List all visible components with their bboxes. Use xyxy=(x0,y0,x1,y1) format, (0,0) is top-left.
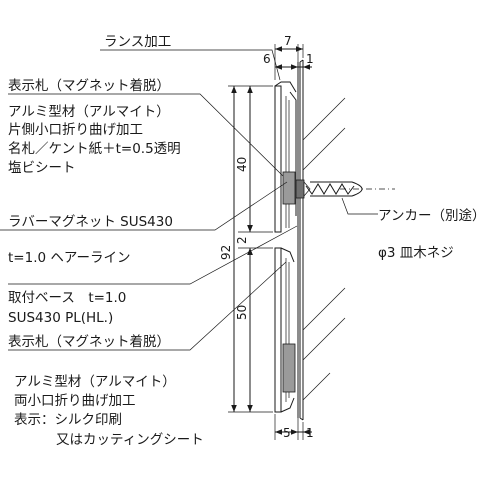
dim-upper-height: 40 xyxy=(235,157,249,172)
label-lance: ランス加工 xyxy=(104,34,171,50)
label-lower-plate-line3: 表示：シルク印刷 xyxy=(14,412,122,428)
label-lower-plate-title: 表示札（マグネット着脱） xyxy=(8,333,170,350)
dim-gap: 2 xyxy=(235,236,249,244)
anchor-screw xyxy=(295,179,395,199)
label-upper-plate-line4: 塩ビシート xyxy=(8,160,76,176)
dim-top-left: 6 xyxy=(263,52,271,66)
bottom-dimensions xyxy=(274,414,312,440)
vertical-dimensions xyxy=(228,85,273,413)
label-lower-plate-line4: 又はカッティングシート xyxy=(56,432,204,448)
dim-top-right: 1 xyxy=(306,52,314,66)
wall-section xyxy=(302,60,346,420)
label-rubber-magnet-line1: ラバーマグネット SUS430 xyxy=(8,214,173,230)
dim-bottom-left: 5 xyxy=(283,426,291,440)
label-lower-plate-line1: アルミ型材（アルマイト） xyxy=(14,374,176,390)
top-dimensions xyxy=(274,44,312,80)
label-upper-plate-line2: 片側小口折り曲げ加工 xyxy=(8,122,143,138)
label-anchor-line2: φ3 皿木ネジ xyxy=(378,245,454,261)
label-lower-plate-line2: 両小口折り曲げ加工 xyxy=(14,393,136,409)
dim-top-total: 7 xyxy=(284,34,292,48)
label-anchor-line1: アンカー（別途） xyxy=(378,207,485,224)
dim-total-height: 92 xyxy=(219,245,233,260)
dimension-values: 7 6 1 92 40 2 50 5 1 xyxy=(219,34,314,440)
label-base-line1: 取付ベース t=1.0 xyxy=(8,290,126,306)
mounting-base xyxy=(297,59,304,421)
leader-lines xyxy=(0,49,378,351)
annotation-labels: ランス加工 表示札（マグネット着脱） アルミ型材（アルマイト） 片側小口折り曲げ… xyxy=(8,34,485,448)
label-upper-plate-line1: アルミ型材（アルマイト） xyxy=(8,104,170,120)
dim-bottom-right: 1 xyxy=(306,426,314,440)
lower-sign-plate xyxy=(274,247,296,413)
dim-lower-height: 50 xyxy=(235,305,249,320)
label-base-line2: SUS430 PL(HL.) xyxy=(8,310,113,326)
label-upper-plate-title: 表示札（マグネット着脱） xyxy=(8,77,170,94)
label-upper-plate-line3: 名札／ケント紙＋t=0.5透明 xyxy=(8,141,181,157)
label-rubber-magnet-line2: t=1.0 ヘアーライン xyxy=(8,250,131,266)
upper-sign-plate xyxy=(274,81,297,233)
